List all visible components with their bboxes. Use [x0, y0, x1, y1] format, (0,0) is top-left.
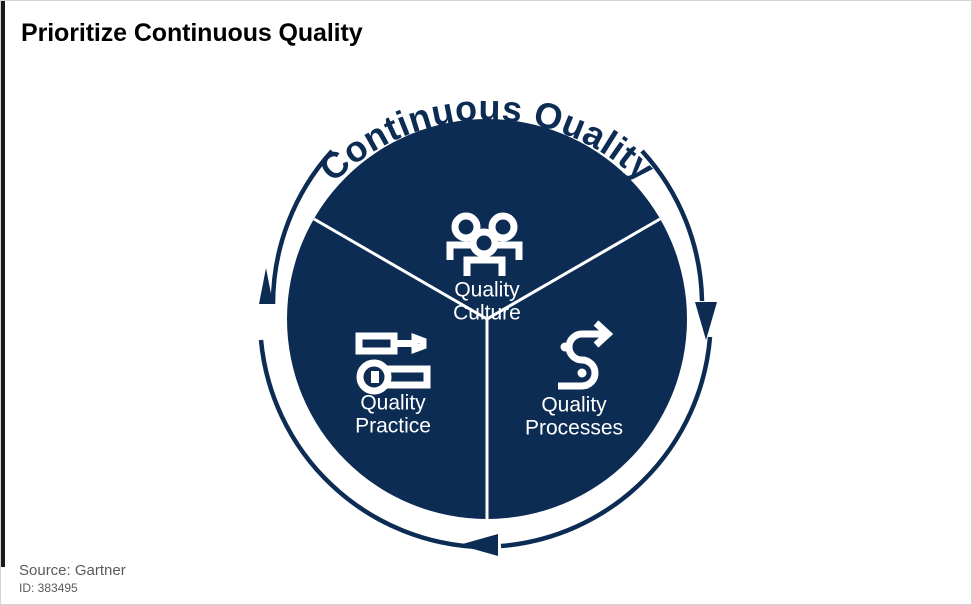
footer: Source: Gartner ID: 383495 — [19, 562, 126, 596]
left-accent-rule — [1, 1, 5, 567]
segment-label-processes-line2: Processes — [525, 417, 623, 440]
segment-quality-practice[interactable]: Quality Practice — [355, 332, 431, 438]
tools-screwdriver-wrench-icon — [355, 332, 431, 395]
segment-label-processes-line1: Quality — [541, 394, 607, 417]
footer-source: Source: Gartner — [19, 562, 126, 580]
segment-label-culture-line1: Quality — [454, 279, 520, 302]
footer-id: ID: 383495 — [19, 581, 78, 595]
divider-upper-right — [486, 217, 661, 321]
arrow-bottom — [459, 534, 498, 556]
continuous-quality-cycle-diagram: Continuous Quality — [1, 56, 971, 556]
segment-label-practice-line1: Quality — [360, 392, 426, 415]
arrow-left — [259, 268, 273, 304]
segment-label-practice-line2: Practice — [355, 415, 431, 438]
ring-arc-bottom-right — [500, 336, 713, 549]
ring-arc-left — [270, 149, 334, 305]
segment-label-culture-line2: Culture — [453, 302, 521, 325]
cycle-outer-ring — [258, 149, 717, 556]
divider-upper-left — [313, 217, 488, 321]
cycle-disc — [287, 119, 687, 519]
page-title: Prioritize Continuous Quality — [21, 19, 363, 47]
ring-arc-right — [640, 149, 705, 302]
ring-arc-bottom-left — [258, 339, 482, 550]
segment-quality-processes[interactable]: Quality Processes — [525, 320, 623, 440]
three-people-icon — [446, 212, 523, 276]
segment-quality-culture[interactable]: Quality Culture — [446, 212, 523, 325]
arrow-right — [695, 302, 717, 340]
process-route-arrow-icon — [558, 320, 614, 390]
